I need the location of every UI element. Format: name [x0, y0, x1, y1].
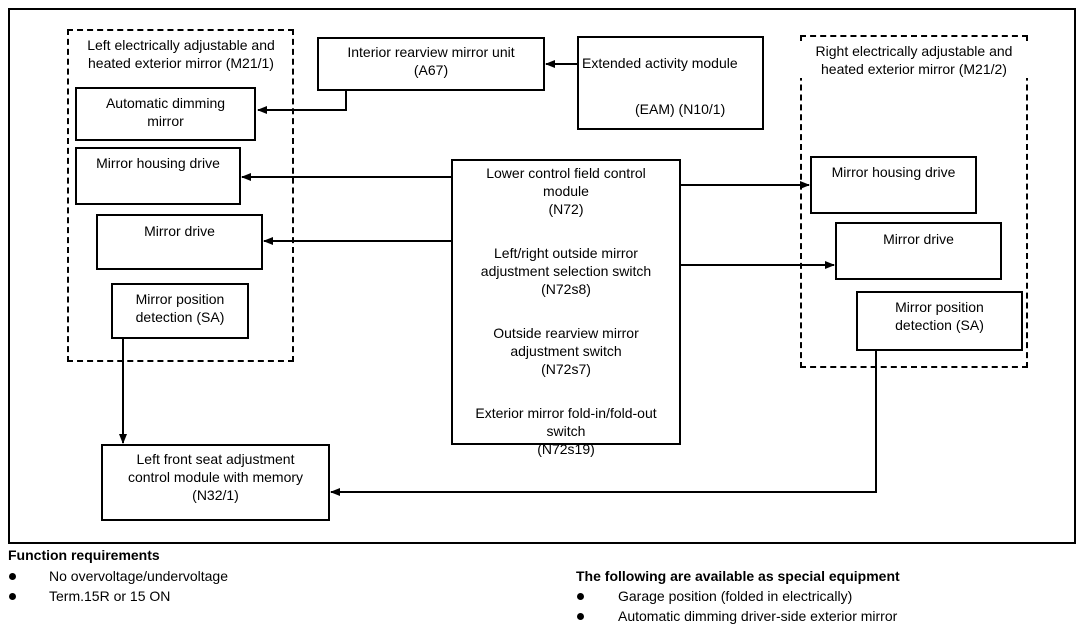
control-module-l7: Outside rearview mirror	[493, 325, 639, 341]
right-pos-line1: Mirror position	[895, 299, 984, 315]
special-item-2: Automatic dimming driver-side exterior m…	[618, 608, 898, 624]
interior-mirror-line1: Interior rearview mirror unit	[347, 44, 515, 60]
control-module-l9: (N72s7)	[541, 361, 591, 377]
control-module-l8: adjustment switch	[510, 343, 622, 359]
control-module-l12: (N72s19)	[537, 441, 595, 457]
left-auto-dim-line2: mirror	[147, 113, 184, 129]
function-item-2: Term.15R or 15 ON	[49, 588, 171, 604]
lower-control-field-control-module	[451, 159, 681, 445]
right-mirror-group	[800, 35, 1028, 368]
control-module-l5: adjustment selection switch	[480, 263, 652, 279]
bullet	[9, 573, 16, 580]
left-mirror-housing-drive: Mirror housing drive	[75, 147, 241, 205]
left-auto-dimming-mirror: Automatic dimming mirror	[75, 87, 256, 141]
diagram-frame	[8, 8, 1076, 544]
control-module-l4: Left/right outside mirror	[494, 245, 638, 261]
control-module-text-2: Left/right outside mirror adjustment sel…	[451, 244, 681, 298]
control-module-l2: module	[543, 183, 589, 199]
right-group-title-line2: heated exterior mirror (M21/2)	[821, 61, 1007, 77]
left-group-title-line1: Left electrically adjustable and	[87, 37, 275, 53]
bullet	[9, 593, 16, 600]
left-pos-line1: Mirror position	[135, 291, 225, 307]
interior-rearview-mirror-unit: Interior rearview mirror unit (A67)	[317, 37, 545, 91]
right-housing-drive-label: Mirror housing drive	[831, 164, 956, 180]
right-group-title-line1: Right electrically adjustable and	[815, 43, 1013, 59]
special-item-1: Garage position (folded in electrically)	[618, 588, 853, 604]
extended-activity-module: Extended activity module (EAM) (N10/1)	[577, 36, 764, 130]
bullet	[577, 613, 584, 620]
left-housing-drive-label: Mirror housing drive	[96, 155, 220, 171]
left-group-title: Left electrically adjustable and heated …	[70, 36, 292, 72]
control-module-l10: Exterior mirror fold-in/fold-out	[475, 405, 657, 421]
special-equipment-title: The following are available as special e…	[576, 568, 900, 584]
seat-module-line2: control module with memory	[127, 469, 304, 485]
right-mirror-housing-drive: Mirror housing drive	[810, 156, 977, 214]
left-mirror-drive-label: Mirror drive	[144, 223, 215, 239]
function-requirements-title: Function requirements	[8, 547, 160, 563]
eam-line2: (EAM) (N10/1)	[635, 101, 726, 117]
left-mirror-drive: Mirror drive	[96, 214, 263, 270]
arrow-interior-to-auto-dimming	[257, 91, 347, 114]
right-group-title: Right electrically adjustable and heated…	[796, 42, 1032, 78]
right-pos-line2: detection (SA)	[895, 317, 984, 333]
right-mirror-position-detection: Mirror position detection (SA)	[856, 291, 1023, 351]
left-front-seat-adjustment-module: Left front seat adjustment control modul…	[101, 444, 330, 521]
control-module-text-1: Lower control field control module (N72)	[451, 164, 681, 218]
left-auto-dim-line1: Automatic dimming	[105, 95, 226, 111]
left-group-title-line2: heated exterior mirror (M21/1)	[88, 55, 274, 71]
function-item-1: No overvoltage/undervoltage	[49, 568, 229, 584]
control-module-l1: Lower control field control	[486, 165, 646, 181]
interior-mirror-line2: (A67)	[413, 62, 449, 78]
right-mirror-drive-label: Mirror drive	[883, 231, 954, 247]
control-module-text-3: Outside rearview mirror adjustment switc…	[451, 324, 681, 378]
eam-line1: Extended activity module	[582, 55, 738, 71]
left-mirror-group	[67, 29, 294, 362]
left-pos-line2: detection (SA)	[135, 309, 225, 325]
control-module-text-4: Exterior mirror fold-in/fold-out switch …	[451, 404, 681, 458]
seat-module-line3: (N32/1)	[192, 487, 239, 503]
bullet	[577, 593, 584, 600]
control-module-l6: (N72s8)	[541, 281, 591, 297]
left-mirror-position-detection: Mirror position detection (SA)	[111, 283, 249, 339]
control-module-l3: (N72)	[548, 201, 584, 217]
right-mirror-drive: Mirror drive	[835, 222, 1002, 280]
control-module-l11: switch	[546, 423, 586, 439]
arrow-right-pos-to-seat	[330, 351, 877, 496]
seat-module-line1: Left front seat adjustment	[136, 451, 295, 467]
